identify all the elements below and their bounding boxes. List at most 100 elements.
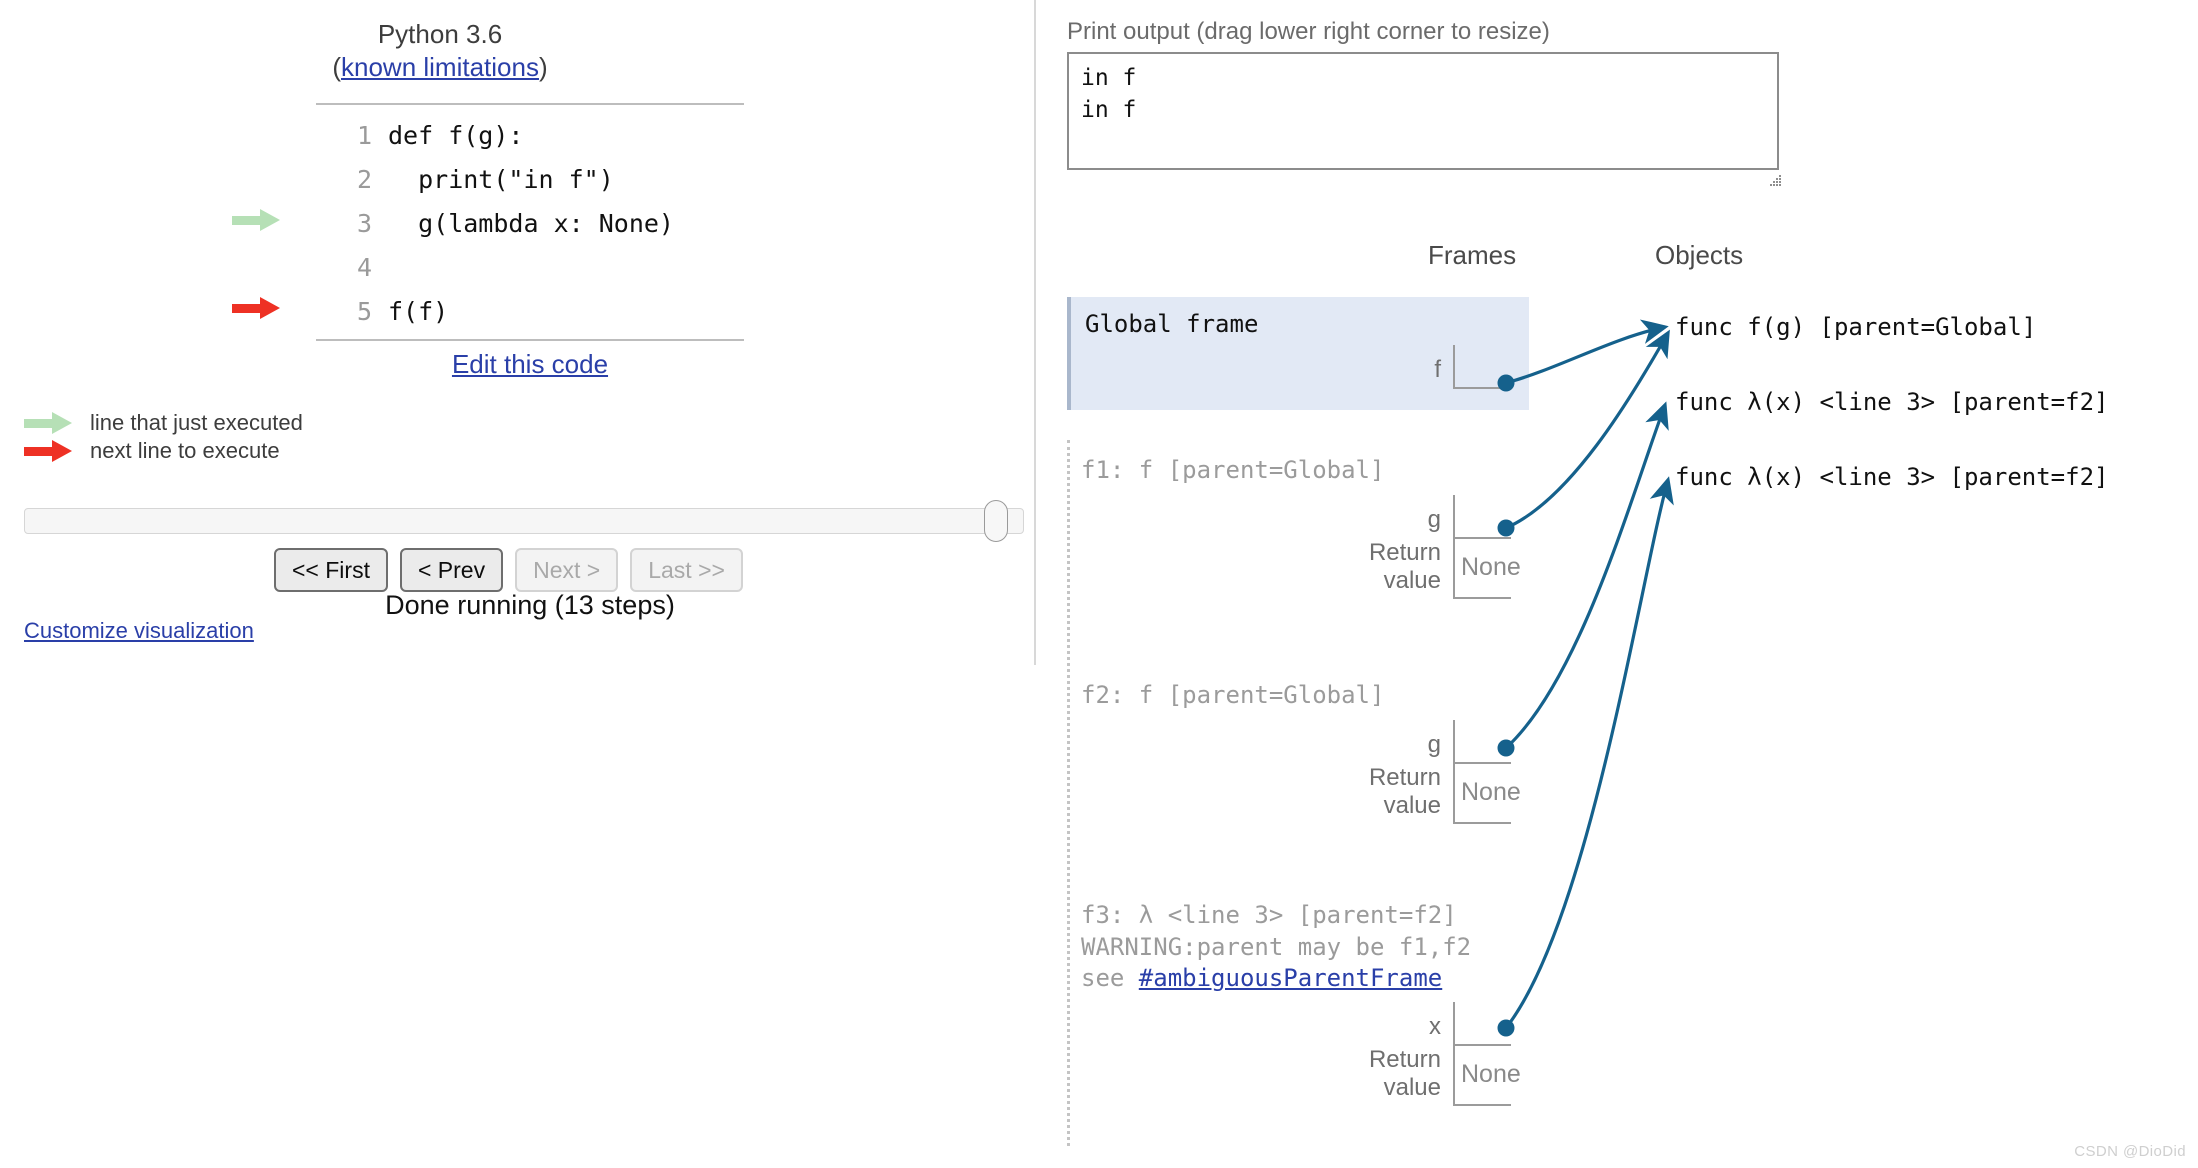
object-func-f: func f(g) [parent=Global] (1675, 313, 2037, 341)
frame-f2-title: f2: f [parent=Global] (1081, 681, 1385, 709)
frame-global: Global frame f (1067, 297, 1529, 410)
code-bottom-rule (316, 339, 744, 341)
code-line-marker-slot (232, 209, 302, 237)
code-line: 3 g(lambda x: None) (232, 201, 744, 245)
frame-f1-variables: g Return value None (1368, 495, 1521, 599)
object-func-lambda-2: func λ(x) <line 3> [parent=f2] (1675, 463, 2109, 491)
variable-value-pointer-slot (1453, 345, 1511, 389)
legend-next-line: next line to execute (24, 438, 280, 464)
variable-value-pointer-slot (1453, 1002, 1511, 1046)
code-line: 1 def f(g): (316, 113, 744, 157)
edit-this-code-link[interactable]: Edit this code (451, 349, 609, 379)
known-limitations-line: (known limitations) (240, 51, 640, 84)
variable-row: x (1369, 1002, 1511, 1046)
watermark: CSDN @DioDid (2074, 1143, 2186, 1160)
variable-value: None (1453, 539, 1521, 599)
frame-f3-title-line1: f3: λ <line 3> [parent=f2] (1081, 901, 1457, 929)
frame-global-title: Global frame (1085, 310, 1259, 338)
execution-status-label: Done running (13 steps) (385, 590, 675, 620)
code-lines-container: 1 def f(g): 2 print("in f") 3 g(lambda x… (232, 105, 744, 339)
variable-name: g (1427, 505, 1441, 533)
line-number: 2 (356, 164, 372, 194)
code-line: 2 print("in f") (316, 157, 744, 201)
execution-slider-track[interactable] (24, 508, 1024, 534)
legend-just-executed: line that just executed (24, 410, 303, 436)
next-step-button[interactable]: Next > (515, 548, 619, 593)
variable-row: Return value None (1368, 1046, 1521, 1106)
frame-f2: f2: f [parent=Global] g Return value Non… (1067, 680, 1529, 828)
frame-f3-warning-line: WARNING:parent may be f1,f2 (1081, 932, 1472, 961)
line-number: 5 (356, 296, 372, 326)
code-line: 5 f(f) (232, 289, 744, 333)
frame-f3-title: f3: λ <line 3> [parent=f2] WARNING:parent… (1067, 900, 1529, 995)
variable-name: g (1427, 730, 1441, 758)
frame-f2-body: f2: f [parent=Global] g Return value Non… (1067, 680, 1529, 828)
line-number: 1 (356, 120, 372, 150)
code-line-marker-slot (232, 297, 302, 325)
code-line: 4 (316, 245, 744, 289)
line-code: g(lambda x: None) (388, 208, 674, 238)
ambiguous-parent-frame-link[interactable]: #ambiguousParentFrame (1138, 964, 1443, 993)
print-output-textarea[interactable]: in f in f (1067, 52, 1779, 170)
variable-value-pointer-slot (1453, 495, 1511, 539)
code-top-rule (316, 103, 744, 105)
frame-f2-variables: g Return value None (1368, 720, 1521, 824)
python-version-label: Python 3.6 (377, 19, 503, 49)
line-number: 3 (356, 208, 372, 238)
code-display: 1 def f(g): 2 print("in f") 3 g(lambda x… (232, 103, 744, 341)
variable-row: Return value None (1368, 764, 1521, 824)
known-limitations-link[interactable]: known limitations (341, 52, 539, 83)
variable-row: g (1369, 495, 1511, 539)
variable-name: x (1429, 1012, 1441, 1040)
variable-name: Return value (1368, 539, 1441, 594)
variable-name: Return value (1368, 1046, 1441, 1101)
frame-f1-title: f1: f [parent=Global] (1081, 456, 1385, 484)
just-executed-arrow-icon (232, 209, 284, 231)
prev-step-button[interactable]: < Prev (399, 548, 504, 593)
object-func-lambda-1: func λ(x) <line 3> [parent=f2] (1675, 388, 2109, 416)
variable-value: None (1453, 1046, 1521, 1106)
frame-f1-body: f1: f [parent=Global] g Return value Non… (1067, 455, 1529, 603)
code-line-marker-slot (232, 165, 302, 193)
variable-row: f (1434, 345, 1511, 389)
variable-row: Return value None (1368, 539, 1521, 599)
customize-visualization-link[interactable]: Customize visualization (24, 618, 254, 643)
step-navigation-buttons: << First < Prev Next > Last >> (274, 548, 743, 593)
variable-name: f (1434, 355, 1441, 383)
paren-open: ( (332, 52, 341, 83)
frame-global-variables: f (1434, 345, 1511, 389)
just-executed-arrow-icon (24, 412, 76, 434)
paren-close: ) (538, 52, 548, 83)
code-line-marker-slot (232, 121, 302, 149)
next-line-arrow-icon (232, 297, 284, 319)
frame-f1: f1: f [parent=Global] g Return value Non… (1067, 455, 1529, 603)
execution-slider-handle[interactable] (984, 500, 1008, 542)
next-line-arrow-icon (24, 440, 76, 462)
frame-f3-body: f3: λ <line 3> [parent=f2] WARNING:parent… (1067, 900, 1529, 1110)
code-line-marker-slot (232, 253, 302, 281)
frame-f3-variables: x Return value None (1368, 1002, 1521, 1106)
variable-name: Return value (1368, 764, 1441, 819)
line-code: f(f) (388, 296, 449, 326)
line-code: def f(g): (388, 120, 524, 150)
frame-global-body: Global frame f (1067, 297, 1529, 410)
line-code: print("in f") (388, 164, 614, 194)
objects-column-header: Objects (1655, 240, 1744, 270)
first-step-button[interactable]: << First (274, 548, 388, 593)
legend-next-line-label: next line to execute (90, 438, 280, 463)
variable-value: None (1453, 764, 1521, 824)
panel-divider (1034, 0, 1036, 665)
print-output-label: Print output (drag lower right corner to… (1067, 18, 1550, 45)
frames-column-header: Frames (1428, 240, 1517, 270)
variable-value-pointer-slot (1453, 720, 1511, 764)
code-panel: Python 3.6 (known limitations) 1 def f(g… (0, 0, 1034, 1168)
line-number: 4 (356, 252, 372, 282)
stack-frames-guide-line (1067, 440, 1070, 1146)
last-step-button[interactable]: Last >> (630, 548, 743, 593)
legend-just-executed-label: line that just executed (90, 410, 303, 435)
resize-handle-icon[interactable] (1768, 175, 1784, 189)
frame-f3: f3: λ <line 3> [parent=f2] WARNING:parent… (1067, 900, 1529, 1110)
frame-f3-see-label: see (1081, 964, 1139, 993)
python-version-heading: Python 3.6 (known limitations) (240, 18, 640, 85)
variable-row: g (1369, 720, 1511, 764)
